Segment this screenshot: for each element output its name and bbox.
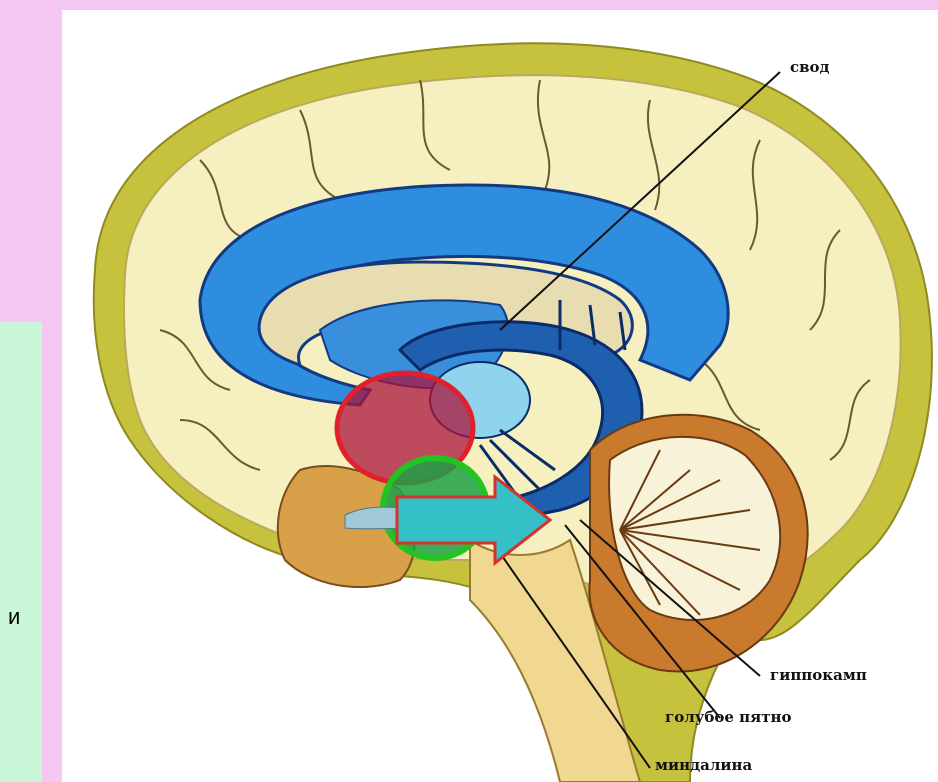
label-amygdala: миндалина	[655, 756, 752, 774]
label-svod: свод	[790, 58, 830, 76]
label-locus-coeruleus: голубое пятно	[665, 708, 792, 726]
label-hippocampus: гиппокамп	[770, 666, 867, 684]
